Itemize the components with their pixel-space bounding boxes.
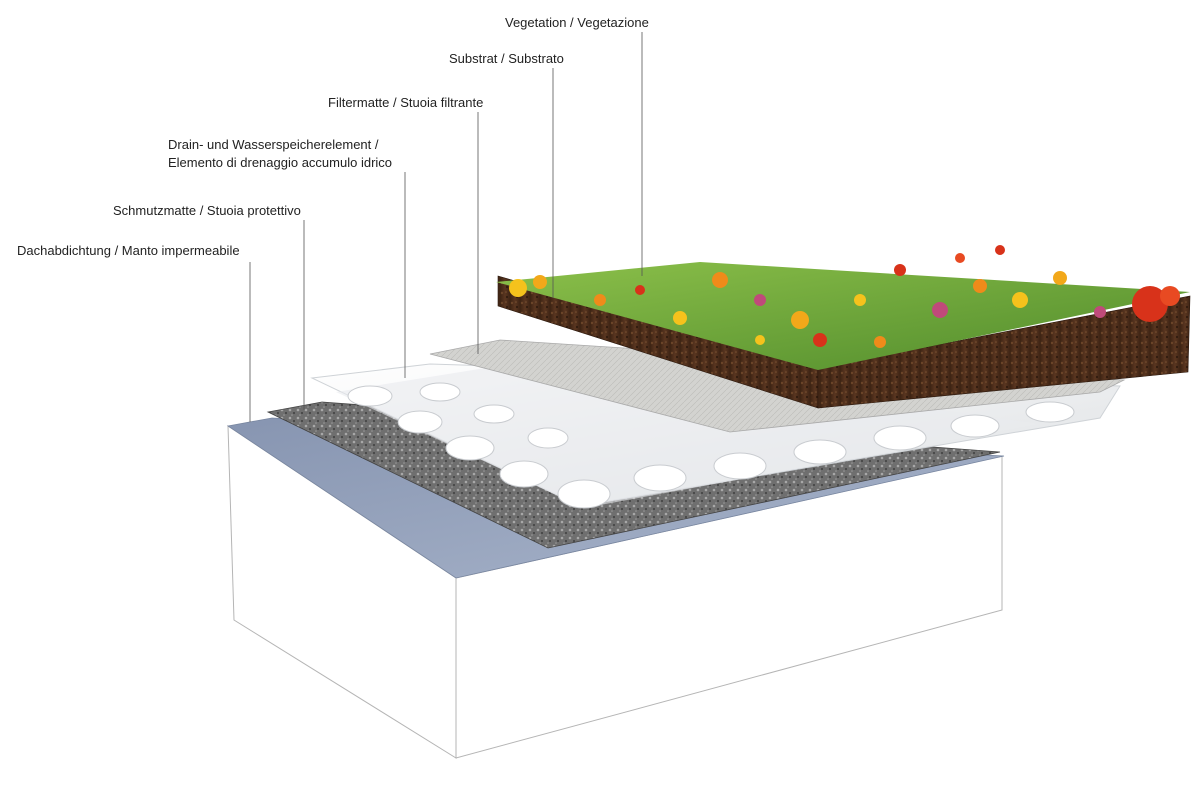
label-filter-mat-text: Filtermatte / Stuoia filtrante bbox=[328, 95, 484, 110]
label-drain-line-2: Elemento di drenaggio accumulo idrico bbox=[168, 155, 393, 170]
label-vegetation-text: Vegetation / Vegetazione bbox=[505, 15, 649, 30]
flowers bbox=[509, 245, 1180, 348]
label-substrate-text: Substrat / Substrato bbox=[449, 51, 564, 66]
vegetation-layer bbox=[496, 245, 1190, 370]
label-substrate: Substrat / Substrato bbox=[449, 50, 564, 68]
label-drain-element: Drain- und Wasserspeicherelement / Eleme… bbox=[168, 136, 392, 172]
label-drain-line-1: Drain- und Wasserspeicherelement / bbox=[168, 137, 379, 152]
label-filter-mat: Filtermatte / Stuoia filtrante bbox=[328, 94, 483, 112]
label-vegetation: Vegetation / Vegetazione bbox=[505, 14, 649, 32]
label-waterproofing: Dachabdichtung / Manto impermeabile bbox=[17, 242, 240, 260]
label-protection-mat-text: Schmutzmatte / Stuoia protettivo bbox=[113, 203, 301, 218]
leader-lines bbox=[249, 32, 643, 422]
label-waterproofing-text: Dachabdichtung / Manto impermeabile bbox=[17, 243, 240, 258]
label-protection-mat: Schmutzmatte / Stuoia protettivo bbox=[113, 202, 301, 220]
